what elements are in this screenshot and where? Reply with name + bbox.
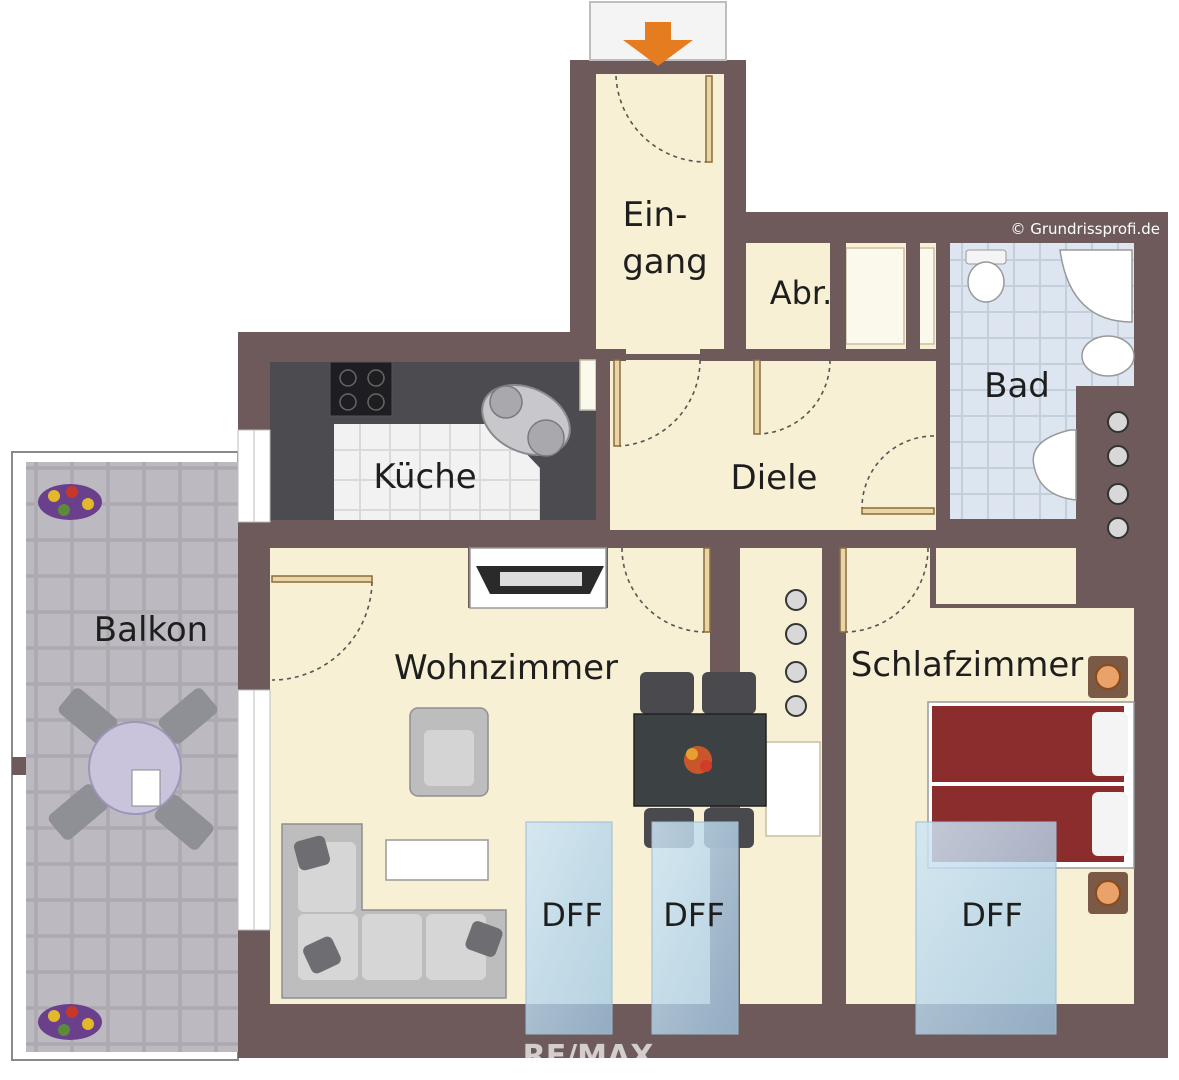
ventilation-shaft <box>785 589 807 717</box>
dff-window <box>651 821 739 1035</box>
room-label-abr: Abr. <box>770 274 833 312</box>
sofa-icon <box>281 823 507 999</box>
balcony <box>11 451 239 1061</box>
sink-icon <box>481 384 571 457</box>
copyright-notice: © Grundrissprofi.de <box>1010 220 1160 238</box>
patio-table-icon <box>48 688 218 850</box>
dff-label: DFF <box>541 896 602 934</box>
room-label-wohnzimmer: Wohnzimmer <box>394 648 618 688</box>
room-label-balkon: Balkon <box>94 610 208 650</box>
dff-label: DFF <box>961 896 1022 934</box>
flower-pot-icon <box>38 1004 102 1040</box>
stove-icon <box>329 361 393 417</box>
bathroom-fixtures <box>965 249 1135 539</box>
room-labels: Ein- gang Abr. Bad Küche Diele Balkon Wo… <box>94 195 1083 934</box>
dff-window <box>525 821 613 1035</box>
entry-arrow-icon <box>623 22 693 66</box>
tv-icon <box>469 547 607 609</box>
storage-units <box>579 247 935 837</box>
flower-pot-icon <box>38 484 102 520</box>
coffee-table <box>385 839 489 881</box>
living-furniture <box>281 672 767 999</box>
room-label-diele: Diele <box>731 458 818 498</box>
dining-table-icon <box>633 672 767 848</box>
watermark: RE/MAX <box>523 1039 654 1074</box>
toilet-icon <box>965 249 1007 303</box>
armchair-icon <box>409 707 489 797</box>
dff-windows <box>525 821 1057 1035</box>
entrance-area <box>589 1 727 66</box>
dff-label: DFF <box>663 896 724 934</box>
room-label-schlafzimmer: Schlafzimmer <box>851 645 1084 685</box>
room-label-bad: Bad <box>984 366 1050 406</box>
kitchen-equipment <box>329 361 571 457</box>
bathtub-icon <box>1059 249 1133 323</box>
doors <box>271 75 935 681</box>
dff-window <box>915 821 1057 1035</box>
room-label-eingang: gang <box>622 242 708 282</box>
washbasin-icon <box>1032 429 1077 501</box>
room-label-eingang: Ein- <box>623 195 688 235</box>
west-windows <box>237 429 271 931</box>
room-label-kueche: Küche <box>373 457 476 497</box>
